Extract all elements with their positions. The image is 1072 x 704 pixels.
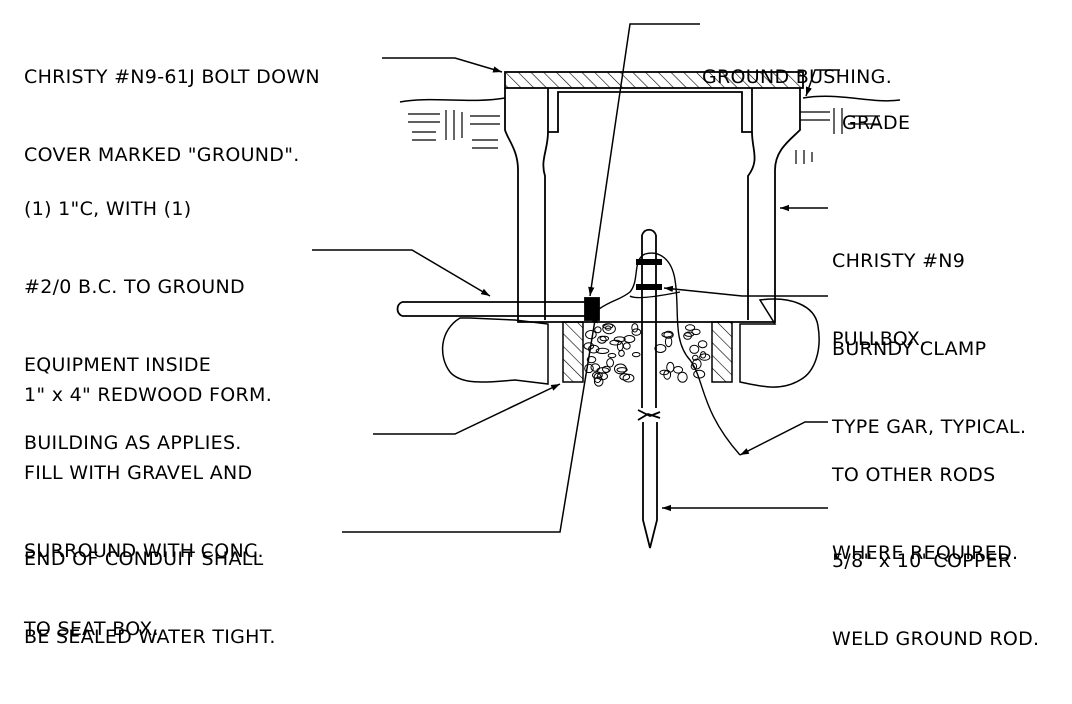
leader-cover — [382, 57, 503, 73]
gravel-pebble — [700, 351, 707, 359]
gravel-pebble — [685, 324, 696, 331]
gravel-pebble — [586, 356, 597, 364]
gravel-pebble — [661, 331, 673, 338]
gravel-pebble — [631, 323, 639, 333]
gravel-pebble — [619, 373, 631, 381]
detail-drawing — [312, 23, 901, 549]
label-ground-rod: 5/8" x 10' COPPER WELD GROUND ROD. — [832, 550, 1040, 650]
label-end-of-conduit: END OF CONDUIT SHALL BE SEALED WATER TIG… — [24, 548, 276, 648]
concrete-base — [441, 317, 549, 385]
leader-conduit — [312, 249, 491, 297]
ground-wire — [598, 252, 741, 456]
gravel-pebble — [663, 330, 674, 339]
gravel-pebble — [584, 363, 594, 374]
leader-clamp — [663, 285, 828, 297]
leader-lines — [312, 23, 840, 533]
gravel-pebble — [614, 363, 627, 375]
gravel-pebble — [697, 340, 708, 349]
label-conduit: (1) 1"C, WITH (1) #2/0 B.C. TO GROUND EQ… — [24, 198, 245, 454]
label-ground-bushing: GROUND BUSHING. — [702, 66, 893, 88]
gravel-pebble — [689, 344, 700, 354]
gravel-pebble — [631, 328, 642, 336]
label-cover: CHRISTY #N9-61J BOLT DOWN COVER MARKED "… — [24, 66, 320, 166]
gravel-pebble — [597, 335, 607, 344]
earth-texture-left — [408, 110, 500, 149]
redwood-form-left — [562, 321, 584, 383]
gravel-pebble — [683, 332, 692, 340]
label-burndy-clamp: BURNDY CLAMP TYPE GAR, TYPICAL. — [832, 338, 1027, 438]
gravel-pebble — [606, 358, 614, 368]
gravel-pebble — [602, 323, 614, 329]
gravel-pebble — [677, 371, 688, 383]
grade-surface — [399, 95, 901, 103]
gravel-pebble — [616, 367, 628, 373]
gravel-pebble — [607, 353, 617, 359]
gravel-pebble — [609, 339, 622, 346]
gravel-pebble — [654, 344, 667, 353]
gravel-pebble — [585, 330, 597, 340]
gravel-pebble — [691, 328, 701, 336]
ground-rod-pullbox-detail: CHRISTY #N9-61J BOLT DOWN COVER MARKED "… — [24, 23, 1039, 650]
ground-rod — [637, 228, 661, 549]
gravel-pebble — [599, 335, 610, 342]
leader-bushing — [588, 23, 700, 297]
leader-grade — [805, 69, 840, 97]
gravel-pebble — [622, 373, 635, 383]
concrete-base-right — [739, 298, 820, 388]
gravel-pebble — [583, 342, 595, 350]
gravel-pebble — [673, 366, 684, 374]
label-pullbox: CHRISTY #N9 PULLBOX. — [832, 250, 966, 350]
gravel-pebble — [690, 362, 698, 370]
gravel-pebble — [631, 352, 641, 358]
gravel-pebble — [616, 341, 624, 352]
label-grade: GRADE — [842, 112, 911, 134]
pullbox-cover — [504, 71, 804, 89]
pullbox-body — [504, 88, 801, 323]
ground-wire-loop — [629, 291, 681, 299]
gravel-pebble — [659, 369, 670, 376]
gravel-pebble — [622, 342, 631, 350]
gravel-pebble — [590, 363, 601, 372]
gravel-pebble — [596, 372, 609, 381]
earth-texture-right — [795, 108, 880, 164]
gravel-pebble — [593, 376, 604, 387]
burndy-clamp-upper — [636, 259, 662, 265]
gravel-fill — [583, 323, 711, 387]
conduit — [396, 297, 600, 321]
leader-form — [373, 383, 561, 435]
gravel-pebble — [692, 354, 699, 361]
label-other-rods: TO OTHER RODS WHERE REQUIRED. — [832, 464, 1019, 564]
gravel-pebble — [594, 326, 602, 334]
gravel-pebble — [623, 335, 636, 343]
redwood-form-right — [711, 321, 733, 383]
burndy-clamp-lower — [636, 284, 662, 290]
gravel-pebble — [595, 347, 610, 354]
leader-end-conduit — [342, 313, 598, 533]
gravel-pebble — [699, 353, 711, 361]
gravel-pebble — [693, 369, 706, 379]
leader-other-rods — [739, 421, 828, 456]
